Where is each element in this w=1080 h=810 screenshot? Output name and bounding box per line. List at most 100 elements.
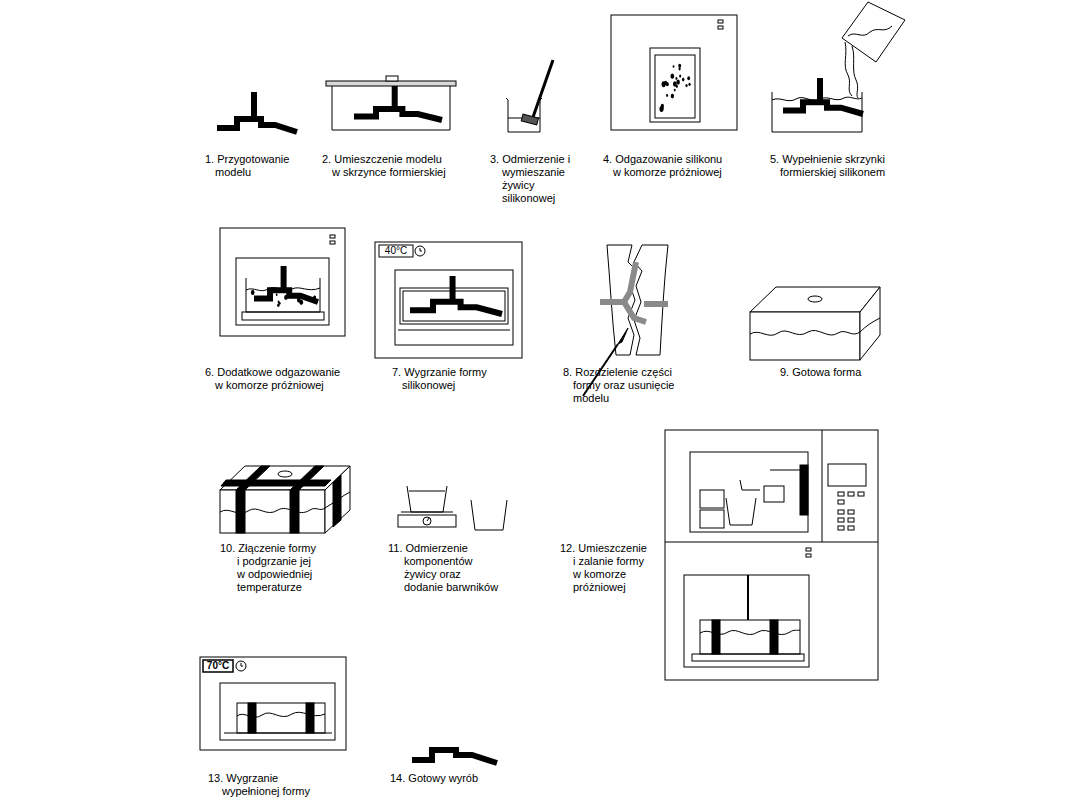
vacuum-chamber-part bbox=[718, 26, 723, 29]
curing-oven-part bbox=[224, 733, 332, 734]
vacuum-casting-machine-part bbox=[712, 620, 720, 654]
vacuum-casting-machine-part bbox=[690, 452, 808, 532]
step-caption: 5. Wypełnienie skrzynki formierskiej sil… bbox=[770, 153, 895, 179]
vacuum-chamber-part bbox=[659, 64, 690, 112]
vacuum-chamber-part-part bbox=[673, 81, 677, 86]
curing-oven-part bbox=[420, 248, 422, 251]
vacuum-chamber-part-part bbox=[678, 67, 680, 70]
vacuum-casting-machine-part bbox=[848, 526, 854, 530]
cut-mould-part bbox=[618, 328, 628, 344]
vacuum-chamber-part-part bbox=[675, 77, 677, 80]
cut-mould-part bbox=[634, 245, 668, 355]
vacuum-casting-machine-part bbox=[740, 480, 760, 490]
clamped-mould-part bbox=[325, 466, 350, 533]
scale-and-cups-part bbox=[471, 500, 507, 530]
step-caption: 12. Umieszczenie i zalanie formy w komor… bbox=[560, 542, 649, 594]
curing-oven-part bbox=[200, 657, 346, 750]
vacuum-chamber-part-part bbox=[679, 75, 681, 78]
finished-mould-part bbox=[750, 318, 880, 335]
cut-mould-part bbox=[600, 262, 646, 322]
finished-mould-part bbox=[808, 296, 822, 302]
vacuum-casting-machine-part bbox=[700, 510, 724, 528]
model-figure bbox=[217, 92, 297, 132]
mixing-beaker bbox=[506, 60, 553, 132]
vacuum-chamber-part-part bbox=[687, 76, 690, 80]
curing-oven-part bbox=[203, 660, 233, 672]
curing-oven-part bbox=[375, 242, 522, 358]
curing-oven-part bbox=[379, 245, 413, 257]
vacuum-chamber-part bbox=[611, 15, 737, 130]
vacuum-casting-machine-part bbox=[770, 470, 800, 471]
step-caption: 9. Gotowa forma bbox=[780, 366, 880, 379]
temperature-display: 40°C bbox=[379, 245, 413, 257]
curing-oven-part bbox=[415, 246, 425, 256]
mould-box bbox=[326, 76, 456, 130]
scale-and-cups bbox=[398, 486, 507, 530]
vacuum-casting-machine-part bbox=[838, 526, 844, 530]
vacuum-chamber-part-part bbox=[688, 83, 690, 86]
scale-and-cups-part bbox=[409, 491, 445, 492]
mould-box-part bbox=[386, 76, 398, 81]
vacuum-casting-machine-part bbox=[726, 498, 756, 525]
scale-and-cups-part bbox=[398, 515, 456, 527]
step-caption: 6. Dodatkowe odgazowanie w komorze próżn… bbox=[205, 366, 345, 392]
finished-product bbox=[412, 750, 497, 763]
process-illustration-part bbox=[200, 2, 905, 763]
step-caption: 11. Odmierzenie komponentów żywicy oraz … bbox=[388, 542, 501, 594]
mould-box-part bbox=[354, 86, 442, 120]
scale-and-cups-part bbox=[407, 486, 447, 512]
vacuum-chamber-part-part bbox=[297, 297, 301, 302]
model-figure-part bbox=[217, 92, 297, 132]
vacuum-chamber-part bbox=[655, 55, 695, 118]
curing-oven-part bbox=[241, 663, 243, 666]
vacuum-casting-machine-part bbox=[747, 575, 749, 620]
vacuum-chamber-part-part bbox=[659, 106, 663, 112]
clamped-mould-part bbox=[290, 490, 299, 533]
vacuum-casting-machine-part bbox=[665, 430, 878, 680]
cut-mould-part bbox=[644, 301, 668, 307]
vacuum-casting-machine-part bbox=[838, 492, 844, 496]
vacuum-casting-machine-part bbox=[806, 548, 811, 551]
step-caption: 2. Umieszczenie modelu w skrzynce formie… bbox=[322, 153, 448, 179]
vacuum-casting-machine-part bbox=[848, 510, 854, 514]
vacuum-casting-machine-part bbox=[800, 465, 808, 515]
step-caption: 1. Przygotowanie modelu bbox=[205, 153, 305, 179]
pouring-silicone-part bbox=[845, 42, 852, 96]
step-caption: 13. Wygrzanie wypełnionej formy bbox=[208, 772, 313, 798]
finished-mould-part bbox=[750, 287, 880, 312]
clamped-mould bbox=[220, 466, 350, 533]
vacuum-chamber-part bbox=[251, 290, 316, 307]
curing-oven-part bbox=[220, 683, 335, 740]
clamped-mould-part bbox=[278, 471, 292, 477]
clamped-mould-part bbox=[333, 475, 341, 527]
step-caption: 14. Gotowy wyrób bbox=[390, 772, 510, 785]
vacuum-casting-machine-part bbox=[665, 542, 878, 543]
vacuum-casting-machine-part bbox=[838, 510, 844, 514]
vacuum-casting-machine-part bbox=[692, 654, 804, 661]
vacuum-chamber-part-part bbox=[674, 89, 676, 92]
vacuum-chamber-part-part bbox=[685, 84, 687, 87]
step-caption: 3. Odmierzenie i wymieszanie żywicy sili… bbox=[490, 153, 580, 205]
vacuum-chamber-part-part bbox=[673, 65, 675, 68]
pouring-silicone-part bbox=[848, 26, 892, 36]
vacuum-casting-machine-part bbox=[684, 575, 809, 667]
finished-product-part bbox=[412, 750, 497, 763]
vacuum-chamber-part bbox=[236, 258, 329, 325]
clamped-mould-part bbox=[220, 490, 325, 533]
vacuum-casting-machine-part bbox=[770, 620, 778, 654]
curing-oven bbox=[200, 657, 346, 750]
vacuum-casting-machine-part bbox=[700, 620, 800, 654]
vacuum-casting-machine-part bbox=[828, 464, 866, 486]
vacuum-chamber-part bbox=[242, 312, 324, 320]
curing-oven-part bbox=[306, 703, 314, 733]
vacuum-casting-machine-part bbox=[700, 490, 724, 508]
vacuum-casting-machine-part bbox=[858, 492, 864, 496]
step-caption: 10. Złączenie formy i podgrzanie jej w o… bbox=[220, 542, 318, 594]
vacuum-chamber-part bbox=[330, 235, 335, 238]
step-caption: 4. Odgazowanie silikonu w komorze próżni… bbox=[603, 153, 729, 179]
vacuum-chamber-part-part bbox=[313, 296, 316, 300]
vacuum-chamber-part-part bbox=[284, 295, 287, 300]
vacuum-chamber-part bbox=[220, 228, 345, 336]
curing-oven-part bbox=[410, 276, 502, 314]
